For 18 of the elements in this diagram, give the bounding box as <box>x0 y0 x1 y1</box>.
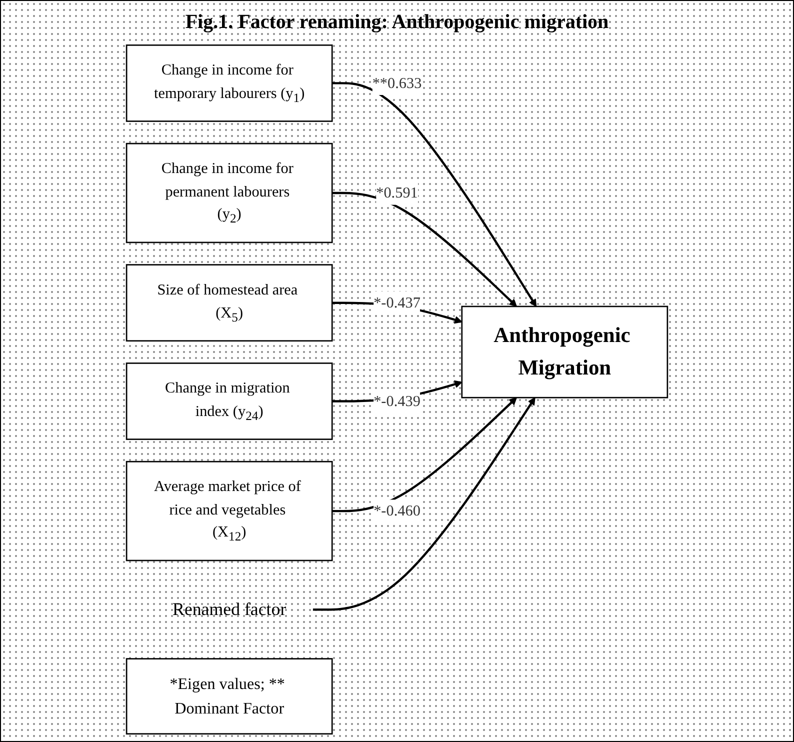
figure-title: Fig.1. Factor renaming: Anthropogenic migration <box>185 11 609 34</box>
edge-label: *-0.460 <box>374 502 420 520</box>
node-box: Change in income for permanent labourers (y$_{2}$) <box>126 142 333 244</box>
node-box: Average market price of rice and vegetables (X$_{12}$) <box>126 460 333 562</box>
edge-label: *-0.437 <box>374 294 420 312</box>
node-box: Anthropogenic Migration <box>461 306 668 398</box>
node-box: *Eigen values; ** Dominant Factor <box>126 658 333 735</box>
edge-label: *0.591 <box>376 184 418 202</box>
edge-label: *-0.439 <box>374 392 420 410</box>
arrow <box>332 82 537 307</box>
arrow <box>312 397 536 611</box>
arrow <box>332 192 517 307</box>
node-box: Size of homestead area (X$_{5}$) <box>126 264 333 342</box>
arrow <box>332 397 517 512</box>
node-box: Change in migration index (y$_{24}$) <box>126 362 333 440</box>
edge-label: **0.633 <box>372 74 422 92</box>
node-box: Change in income for temporary labourers (y$_{1}$) <box>126 44 333 122</box>
node-text: Renamed factor <box>172 600 286 620</box>
